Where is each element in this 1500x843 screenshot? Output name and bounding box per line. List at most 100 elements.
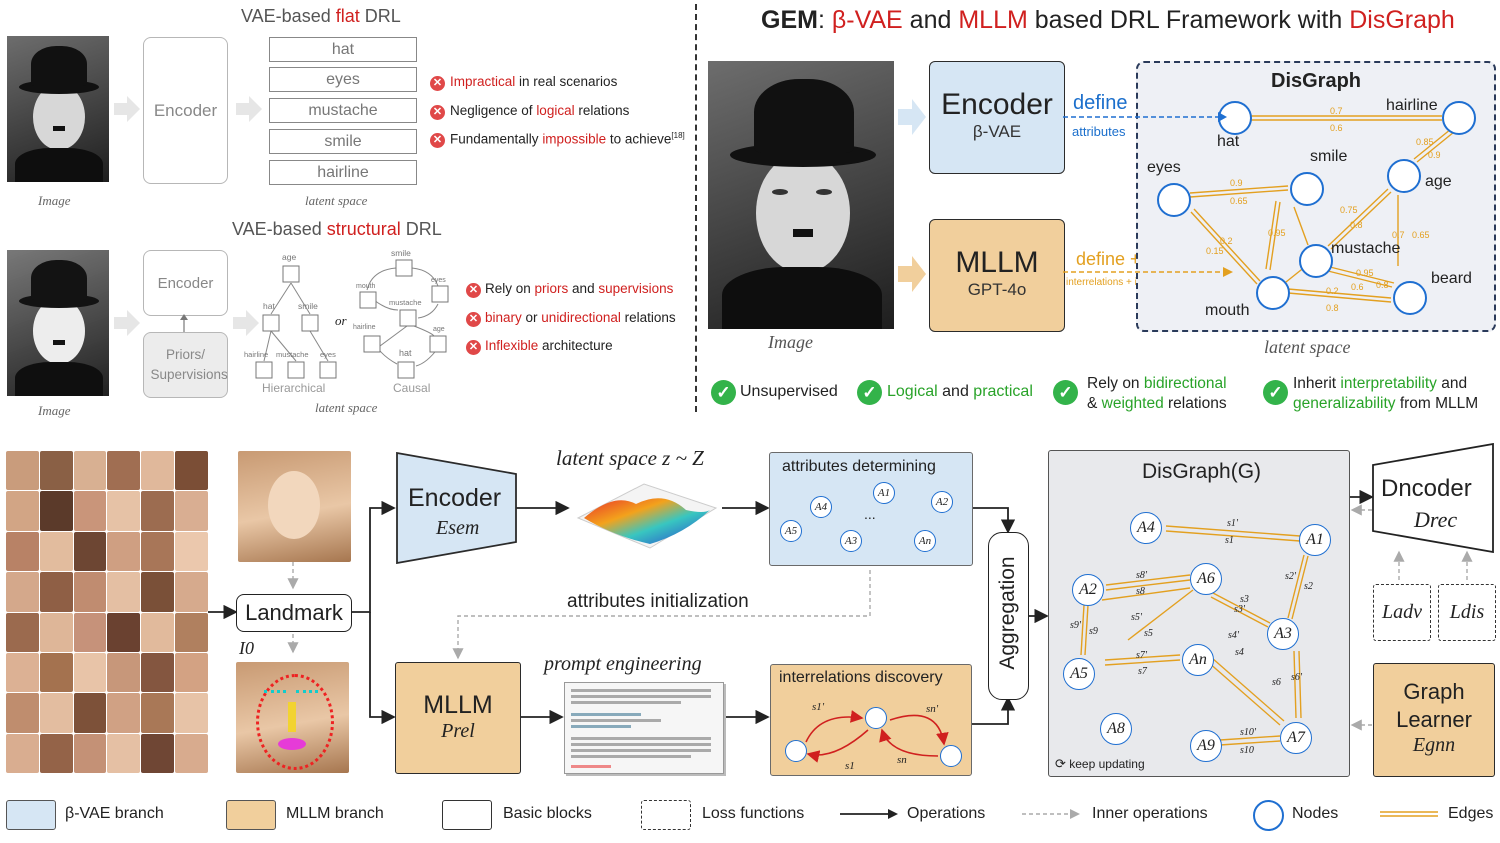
flat-attr-eyes: eyes: [269, 67, 417, 92]
edge-score: 0.85: [1416, 137, 1434, 147]
encoder-bvae-sub: β-VAE: [972, 122, 1022, 141]
edge-label: s5: [1144, 628, 1153, 639]
inter-node-mid: [865, 707, 887, 729]
attr-node-a5: A5: [780, 520, 802, 542]
benefit-bidir-hl2: weighted: [1101, 395, 1164, 412]
flat-issue-3-post: to achieve: [606, 131, 672, 147]
flat-attr-hairline: hairline: [269, 160, 417, 185]
legend-label-edges: Edges: [1448, 805, 1494, 822]
flat-drl-title: VAE-based flat DRL: [241, 6, 401, 27]
benefit-bidir-post: relations: [1163, 395, 1227, 412]
flat-issue-3: Fundamentally impossible to achieve[18]: [450, 131, 685, 147]
benefit-bidir-mid: &: [1087, 395, 1102, 412]
or-label: or: [335, 313, 347, 328]
graph-label-mouth: mouth: [1205, 302, 1250, 319]
attr-ellipsis: ...: [864, 506, 876, 522]
edge-score: 0.7: [1330, 106, 1343, 116]
cross-icon: ✕: [430, 76, 445, 91]
gem-title-c: β-VAE: [831, 6, 903, 34]
hierarchical-graph: [255, 265, 337, 379]
edge-score: 0.15: [1206, 246, 1224, 256]
face-dataset-grid: [6, 451, 208, 773]
graph-g-node-a2-label: A2: [1079, 581, 1097, 598]
edge-label: s8': [1136, 570, 1148, 581]
vertical-divider: [695, 4, 697, 412]
hier-label-age: age: [282, 252, 297, 262]
attributes-initialization-label: attributes initialization: [567, 591, 749, 612]
encoder-esem-sym: Esem: [436, 517, 480, 539]
interrelations-discovery-title: interrelations discovery: [779, 669, 943, 686]
check-icon: ✓: [1053, 380, 1078, 405]
flat-title-pre: VAE-based: [241, 6, 336, 26]
flat-title-post: DRL: [359, 6, 401, 26]
edge-label: s10: [1240, 745, 1254, 756]
legend-label-bvae: β-VAE branch: [65, 805, 164, 822]
decoder-sym: Drec: [1414, 507, 1458, 532]
edge-label: s5': [1131, 612, 1143, 623]
cross-icon: ✕: [466, 312, 481, 327]
gem-title-a: GEM: [761, 6, 818, 34]
edge-label: s3': [1234, 604, 1246, 615]
legend-swatch-bvae: [6, 800, 56, 830]
check-icon: ✓: [1263, 380, 1288, 405]
landmark-box: Landmark: [236, 594, 352, 632]
bottom-connectors: [208, 489, 1473, 731]
graph-g-node-a8-label: A8: [1107, 720, 1125, 737]
graph-label-eyes: eyes: [1147, 159, 1181, 176]
flat-attr-smile: smile: [269, 129, 417, 154]
edge-label: s6: [1272, 677, 1281, 688]
graph-label-hairline: hairline: [1386, 97, 1438, 114]
encoder-label-struct: Encoder: [157, 274, 214, 292]
struct-issue-3-mid: architecture: [538, 338, 613, 353]
arrow-shape-1: [114, 96, 140, 122]
edge-label: s10': [1240, 727, 1257, 738]
edge-label: s3: [1240, 594, 1249, 605]
benefit-logical: Logical and practical: [887, 383, 1033, 401]
legend-node-icon: [1253, 800, 1284, 831]
graph-node-mustache: [1299, 244, 1333, 278]
inter-node-right: [940, 745, 962, 767]
flat-issue-3-hl: impossible: [542, 131, 607, 147]
priors-box: Priors/ Supervisions: [143, 332, 228, 398]
hier-label-hat: hat: [263, 301, 275, 311]
flat-issue-1-hl: Impractical: [450, 74, 516, 89]
aggregation-label: Aggregation: [996, 556, 1019, 670]
graph-label-mustache: mustache: [1331, 240, 1401, 257]
graph-node-smile: [1290, 172, 1324, 206]
legend-operations-arrow: [840, 809, 898, 819]
attr-node-a5-label: A5: [784, 525, 798, 537]
flat-issue-2-hl: logical: [536, 103, 575, 118]
aggregation-box: [988, 532, 1029, 700]
encoder-bvae-title: Encoder: [941, 88, 1053, 121]
legend-label-basic: Basic blocks: [503, 805, 592, 822]
causal-label-age: age: [433, 326, 445, 333]
legend-label-mllm: MLLM branch: [286, 805, 384, 822]
causal-label-hat: hat: [399, 348, 412, 358]
image-caption-main: Image: [768, 332, 813, 352]
arrow-shape-blue: [898, 99, 926, 135]
up-arrow: [180, 314, 188, 332]
graph-g-node-a9-label: A9: [1197, 737, 1215, 754]
cross-icon: ✕: [466, 283, 481, 298]
disgraph-title: DisGraph: [1271, 70, 1362, 92]
graph-node-hairline: [1442, 101, 1476, 135]
edge-label: s9: [1089, 626, 1098, 637]
legend-swatch-loss: [641, 800, 691, 830]
struct-title-post: DRL: [400, 219, 442, 239]
causal-label-mustache: mustache: [389, 298, 422, 307]
inter-edge-s1p: s1': [812, 701, 825, 713]
graph-g-node-a6: A6: [1190, 563, 1222, 595]
attr-node-a3: A3: [840, 530, 862, 552]
struct-title-hl: structural: [326, 219, 401, 239]
flat-attr-smile-label: smile: [324, 132, 362, 150]
inter-edge-s1: s1: [845, 760, 855, 772]
gem-title-d: and: [902, 6, 959, 34]
flat-issue-2-pre: Negligence of: [450, 103, 537, 118]
edge-label: s4: [1235, 647, 1244, 658]
legend-label-loss: Loss functions: [702, 805, 805, 822]
flat-title-hl: flat: [335, 6, 360, 26]
i0-label: I0: [239, 638, 254, 658]
inter-edge-snp: sn': [926, 703, 939, 715]
arrow-shape-tan: [898, 256, 926, 292]
causal-label-eyes: eyes: [431, 277, 446, 284]
